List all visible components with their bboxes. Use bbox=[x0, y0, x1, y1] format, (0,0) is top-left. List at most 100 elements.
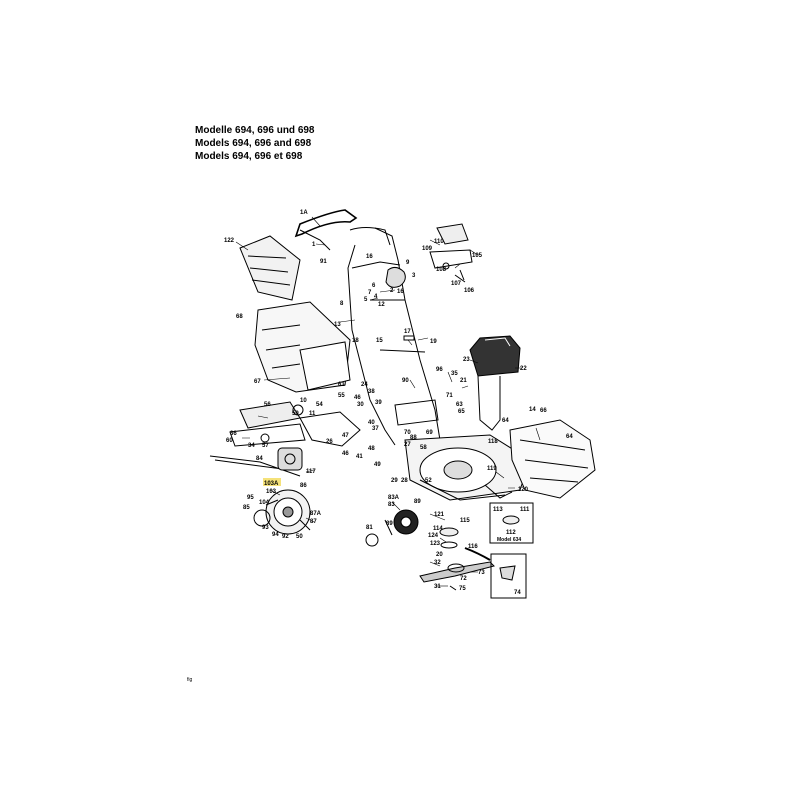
label-16b: 16 bbox=[397, 289, 404, 295]
label-89: 89 bbox=[414, 499, 421, 505]
mower-deck bbox=[404, 434, 531, 501]
label-73: 73 bbox=[478, 570, 485, 576]
figure-footer: fig bbox=[187, 677, 193, 683]
label-28: 28 bbox=[401, 478, 408, 484]
label-84: 84 bbox=[256, 456, 263, 462]
label-55: 55 bbox=[338, 393, 345, 399]
label-5: 5 bbox=[364, 297, 368, 303]
label-115: 115 bbox=[460, 518, 470, 524]
label-36: 36 bbox=[230, 431, 237, 437]
label-91: 91 bbox=[320, 259, 327, 265]
label-46a: 46 bbox=[354, 395, 361, 401]
label-93: 93 bbox=[262, 525, 269, 531]
label-109: 109 bbox=[422, 246, 433, 252]
label-54: 54 bbox=[316, 402, 323, 408]
label-103A: 103A bbox=[264, 481, 279, 487]
label-4: 4 bbox=[374, 294, 378, 300]
label-114: 114 bbox=[433, 526, 443, 532]
label-122: 122 bbox=[224, 238, 235, 244]
label-34: 34 bbox=[248, 443, 255, 449]
title-block: Modelle 694, 696 und 698 Models 694, 696… bbox=[195, 124, 315, 163]
label-58: 58 bbox=[420, 445, 427, 451]
label-35: 35 bbox=[451, 371, 458, 377]
label-104: 104 bbox=[259, 500, 270, 506]
label-86: 86 bbox=[300, 483, 307, 489]
label-14: 14 bbox=[529, 407, 536, 413]
label-19: 19 bbox=[430, 339, 437, 345]
label-64a: 64 bbox=[502, 418, 509, 424]
label-113: 113 bbox=[493, 507, 503, 513]
label-32: 32 bbox=[434, 560, 441, 566]
label-123: 123 bbox=[430, 541, 441, 547]
label-119: 119 bbox=[487, 466, 497, 472]
label-67: 67 bbox=[254, 379, 261, 385]
label-37: 37 bbox=[372, 426, 379, 432]
label-52: 52 bbox=[425, 478, 432, 484]
label-20: 20 bbox=[436, 552, 443, 558]
label-108: 108 bbox=[436, 267, 447, 273]
label-88: 88 bbox=[410, 435, 417, 441]
label-1: 1 bbox=[312, 242, 316, 248]
rear-cover-parts bbox=[209, 401, 361, 477]
label-120: 120 bbox=[518, 487, 529, 493]
label-22: 22 bbox=[520, 366, 527, 372]
label-9: 9 bbox=[406, 260, 410, 266]
label-69: 69 bbox=[426, 430, 433, 436]
label-46b: 46 bbox=[342, 451, 349, 457]
label-24: 24 bbox=[361, 382, 368, 388]
leader-lines bbox=[235, 216, 541, 587]
blade-assembly bbox=[419, 527, 495, 591]
handle-assembly bbox=[294, 209, 441, 446]
label-30: 30 bbox=[357, 402, 364, 408]
engine bbox=[469, 335, 521, 431]
label-121: 121 bbox=[434, 512, 445, 518]
label-124: 124 bbox=[428, 533, 439, 539]
label-27: 27 bbox=[404, 442, 411, 448]
label-83: 83 bbox=[388, 502, 395, 508]
label-68: 68 bbox=[236, 314, 243, 320]
label-92: 92 bbox=[282, 534, 289, 540]
label-38: 38 bbox=[368, 389, 375, 395]
label-66: 66 bbox=[540, 408, 547, 414]
label-16a: 16 bbox=[366, 254, 373, 260]
label-63: 63 bbox=[456, 402, 463, 408]
label-110: 110 bbox=[434, 239, 444, 245]
label-106: 106 bbox=[464, 288, 475, 294]
label-103: 103 bbox=[266, 489, 277, 495]
label-81: 81 bbox=[366, 525, 373, 531]
label-83A: 83A bbox=[388, 495, 400, 501]
label-75: 75 bbox=[459, 586, 466, 592]
label-65: 65 bbox=[458, 409, 465, 415]
label-11: 11 bbox=[309, 411, 316, 417]
label-85: 85 bbox=[243, 505, 250, 511]
label-15: 15 bbox=[376, 338, 383, 344]
lever-parts bbox=[429, 223, 473, 283]
title-french: Models 694, 696 et 698 bbox=[195, 151, 303, 162]
part-labels: 1A 1 122 91 16 9 3 6 7 8 4 5 2 12 16 13 … bbox=[224, 210, 573, 596]
label-118: 118 bbox=[488, 439, 498, 445]
label-model: Model 634 bbox=[497, 537, 521, 543]
label-74: 74 bbox=[514, 590, 521, 596]
label-8: 8 bbox=[340, 301, 344, 307]
label-21: 21 bbox=[460, 378, 467, 384]
label-23: 23 bbox=[463, 357, 470, 363]
label-71: 71 bbox=[446, 393, 453, 399]
label-1A: 1A bbox=[300, 210, 308, 216]
label-72: 72 bbox=[460, 576, 467, 582]
label-56: 56 bbox=[264, 402, 271, 408]
label-70: 70 bbox=[404, 430, 411, 436]
rear-deflector bbox=[509, 419, 596, 499]
gearbox bbox=[277, 447, 303, 471]
label-10: 10 bbox=[300, 398, 307, 404]
label-112: 112 bbox=[506, 530, 516, 536]
label-50: 50 bbox=[296, 534, 303, 540]
wheel-detail bbox=[253, 489, 311, 535]
label-39: 39 bbox=[375, 400, 382, 406]
label-61: 61 bbox=[338, 382, 345, 388]
label-87A: 87A bbox=[310, 511, 322, 517]
label-3: 3 bbox=[412, 273, 416, 279]
label-6: 6 bbox=[372, 283, 376, 289]
label-26: 26 bbox=[326, 439, 333, 445]
inset-model-634 bbox=[489, 502, 534, 599]
